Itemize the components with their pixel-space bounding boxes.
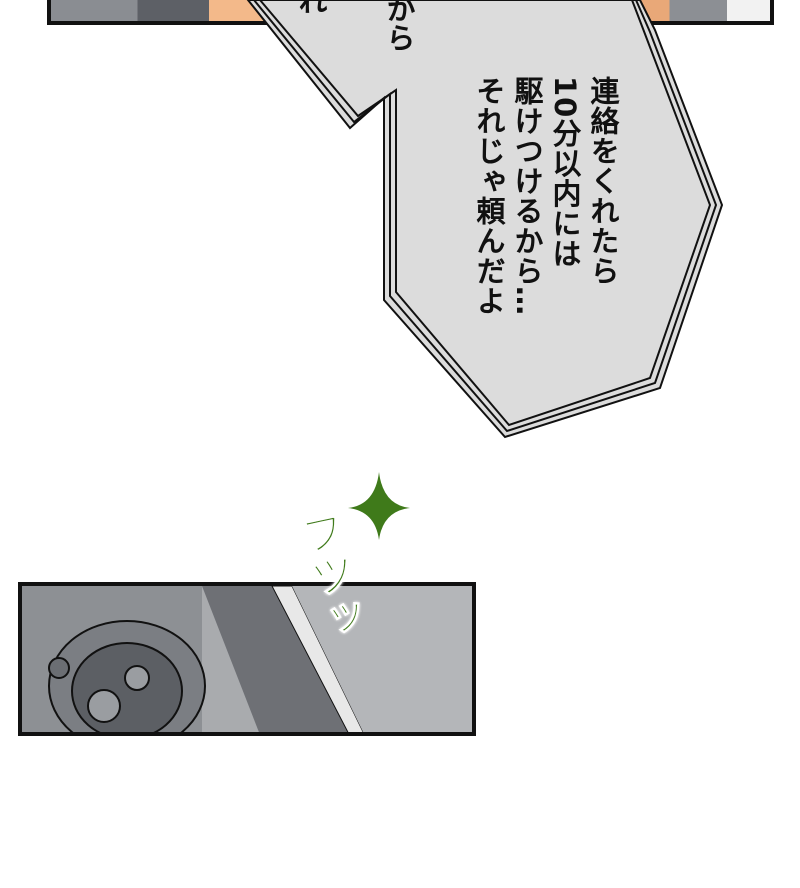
cutoff-text-2: れ <box>294 0 328 15</box>
dialogue-line-3: 駆けつけるから… <box>510 76 544 316</box>
dialogue-line-4: それじゃ頼んだよ <box>472 76 506 316</box>
dialogue-line-2: 10分以内には <box>548 76 582 269</box>
device-closeup-art <box>22 586 472 732</box>
cutoff-text-1: から <box>382 0 416 52</box>
bottom-panel <box>18 582 476 736</box>
dialogue-line-1: 連絡をくれたら <box>586 76 620 286</box>
